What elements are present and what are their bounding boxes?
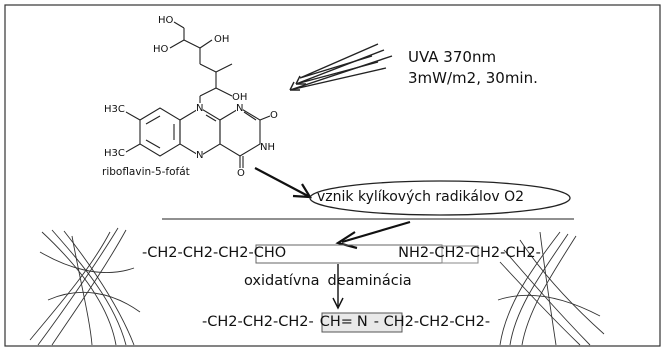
label-o1: O	[270, 110, 278, 121]
reaction-bottom: -CH2-CH2-CH2- CH=N - CH2-CH2-CH2-	[202, 314, 490, 330]
label-oh-low: OH	[232, 92, 248, 103]
radicals-ellipse	[309, 180, 571, 216]
molecule-name: riboflavin-5-fofát	[102, 166, 190, 178]
process-post: deaminácia	[327, 273, 412, 289]
imine-double-bond: =	[340, 314, 353, 330]
label-h3c-bottom: H3C	[104, 148, 125, 159]
label-o2: O	[237, 168, 245, 179]
process-label: oxidatívna deaminácia	[244, 273, 412, 289]
label-nh: NH	[260, 142, 275, 153]
amine-group: NH2	[398, 245, 430, 261]
label-n1: N	[196, 103, 204, 114]
top-chain-left: -CH2-CH2-CH2-	[142, 245, 254, 261]
frame-border	[4, 4, 661, 347]
nh2-box	[441, 245, 479, 264]
label-n2: N	[236, 103, 244, 114]
label-n3: N	[196, 150, 204, 161]
top-chain-right: -CH2-CH2-CH2-	[429, 245, 541, 261]
bottom-chain-left: -CH2-CH2-CH2-	[202, 314, 314, 330]
riboflavin-structure	[125, 21, 271, 168]
label-h3c-top: H3C	[104, 104, 125, 115]
bottom-chain-right: - CH2-CH2-CH2-	[373, 314, 491, 330]
imine-box	[321, 312, 403, 333]
fiber-bundle-right	[497, 231, 605, 346]
label-ho-mid: HO	[153, 44, 169, 55]
arrow-to-radicals	[254, 167, 313, 199]
label-ho-top: HO	[158, 15, 174, 26]
uva-arrows	[289, 43, 393, 91]
arrow-to-chain	[335, 220, 411, 250]
imine-ch: CH	[319, 314, 341, 330]
aldehyde-group: CHO	[253, 245, 287, 261]
process-pre: oxidatívna	[244, 273, 320, 289]
imine-n: N	[356, 314, 368, 330]
radicals-label: vznik kylíkových radikálov O2	[317, 189, 525, 205]
fiber-bundle-left	[29, 227, 141, 346]
uva-wavelength: UVA 370nm	[408, 48, 497, 66]
uva-label: UVA 370nm 3mW/m2, 30min.	[408, 47, 538, 89]
deamination-arrow	[332, 264, 344, 310]
uva-dose: 3mW/m2, 30min.	[408, 69, 538, 87]
label-oh-right: OH	[214, 34, 230, 45]
